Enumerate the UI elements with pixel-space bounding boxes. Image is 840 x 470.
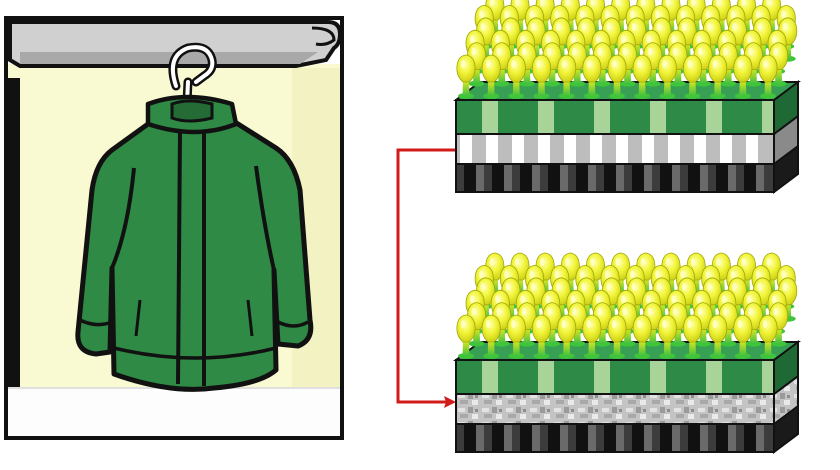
nanopillar	[733, 54, 753, 99]
nanopillar	[607, 54, 627, 99]
connector-arrow	[396, 148, 456, 408]
nanopillar-array	[456, 252, 798, 359]
jacket-icon	[75, 94, 314, 392]
nanopillar	[481, 54, 501, 99]
nanopillar	[708, 314, 728, 359]
nanopillar	[582, 314, 602, 359]
nanopillar	[682, 314, 703, 359]
closet-scene	[4, 16, 344, 440]
closet-floor	[8, 388, 340, 438]
nanopillar	[456, 314, 476, 359]
substrate-layer	[455, 144, 799, 194]
closet-rod-bracket	[311, 26, 336, 46]
nanopillar	[743, 302, 763, 347]
green-layer	[453, 340, 801, 396]
striped-layer	[455, 114, 799, 166]
closet-rod-bottom	[20, 52, 318, 64]
nanopillar	[657, 314, 677, 359]
nanopillar	[582, 54, 602, 99]
nanopillar	[592, 302, 612, 347]
nanopillar	[758, 54, 778, 99]
nanopillar	[531, 54, 552, 99]
nanopillar	[607, 314, 627, 359]
nanopillar	[769, 302, 789, 347]
closet-frame	[4, 16, 344, 440]
closet-left-wall-shadow	[8, 78, 20, 396]
nanopillar	[506, 314, 526, 359]
nanopillar	[657, 54, 677, 99]
nanopillar	[506, 54, 526, 99]
nanopillar	[758, 314, 778, 359]
nanopillar	[632, 314, 652, 359]
nanopillar	[592, 42, 612, 87]
nanopillar	[733, 314, 753, 359]
nanopillar	[531, 314, 552, 359]
nanopillar-array	[456, 0, 798, 99]
arrowhead-icon	[444, 396, 456, 408]
nanopillar	[632, 54, 652, 99]
nanopillar	[682, 54, 703, 99]
nanopillar	[769, 42, 789, 87]
textured-layer	[455, 374, 799, 426]
nanopillar	[456, 54, 476, 99]
nanopillar	[557, 314, 577, 359]
nanopillar	[708, 54, 728, 99]
nanopillar	[557, 54, 577, 99]
nanopillar	[481, 314, 501, 359]
nanostructure-stack-bottom	[453, 252, 801, 454]
nanostructure-stack-top	[453, 0, 801, 194]
green-layer	[453, 80, 801, 136]
substrate-layer	[455, 404, 799, 454]
